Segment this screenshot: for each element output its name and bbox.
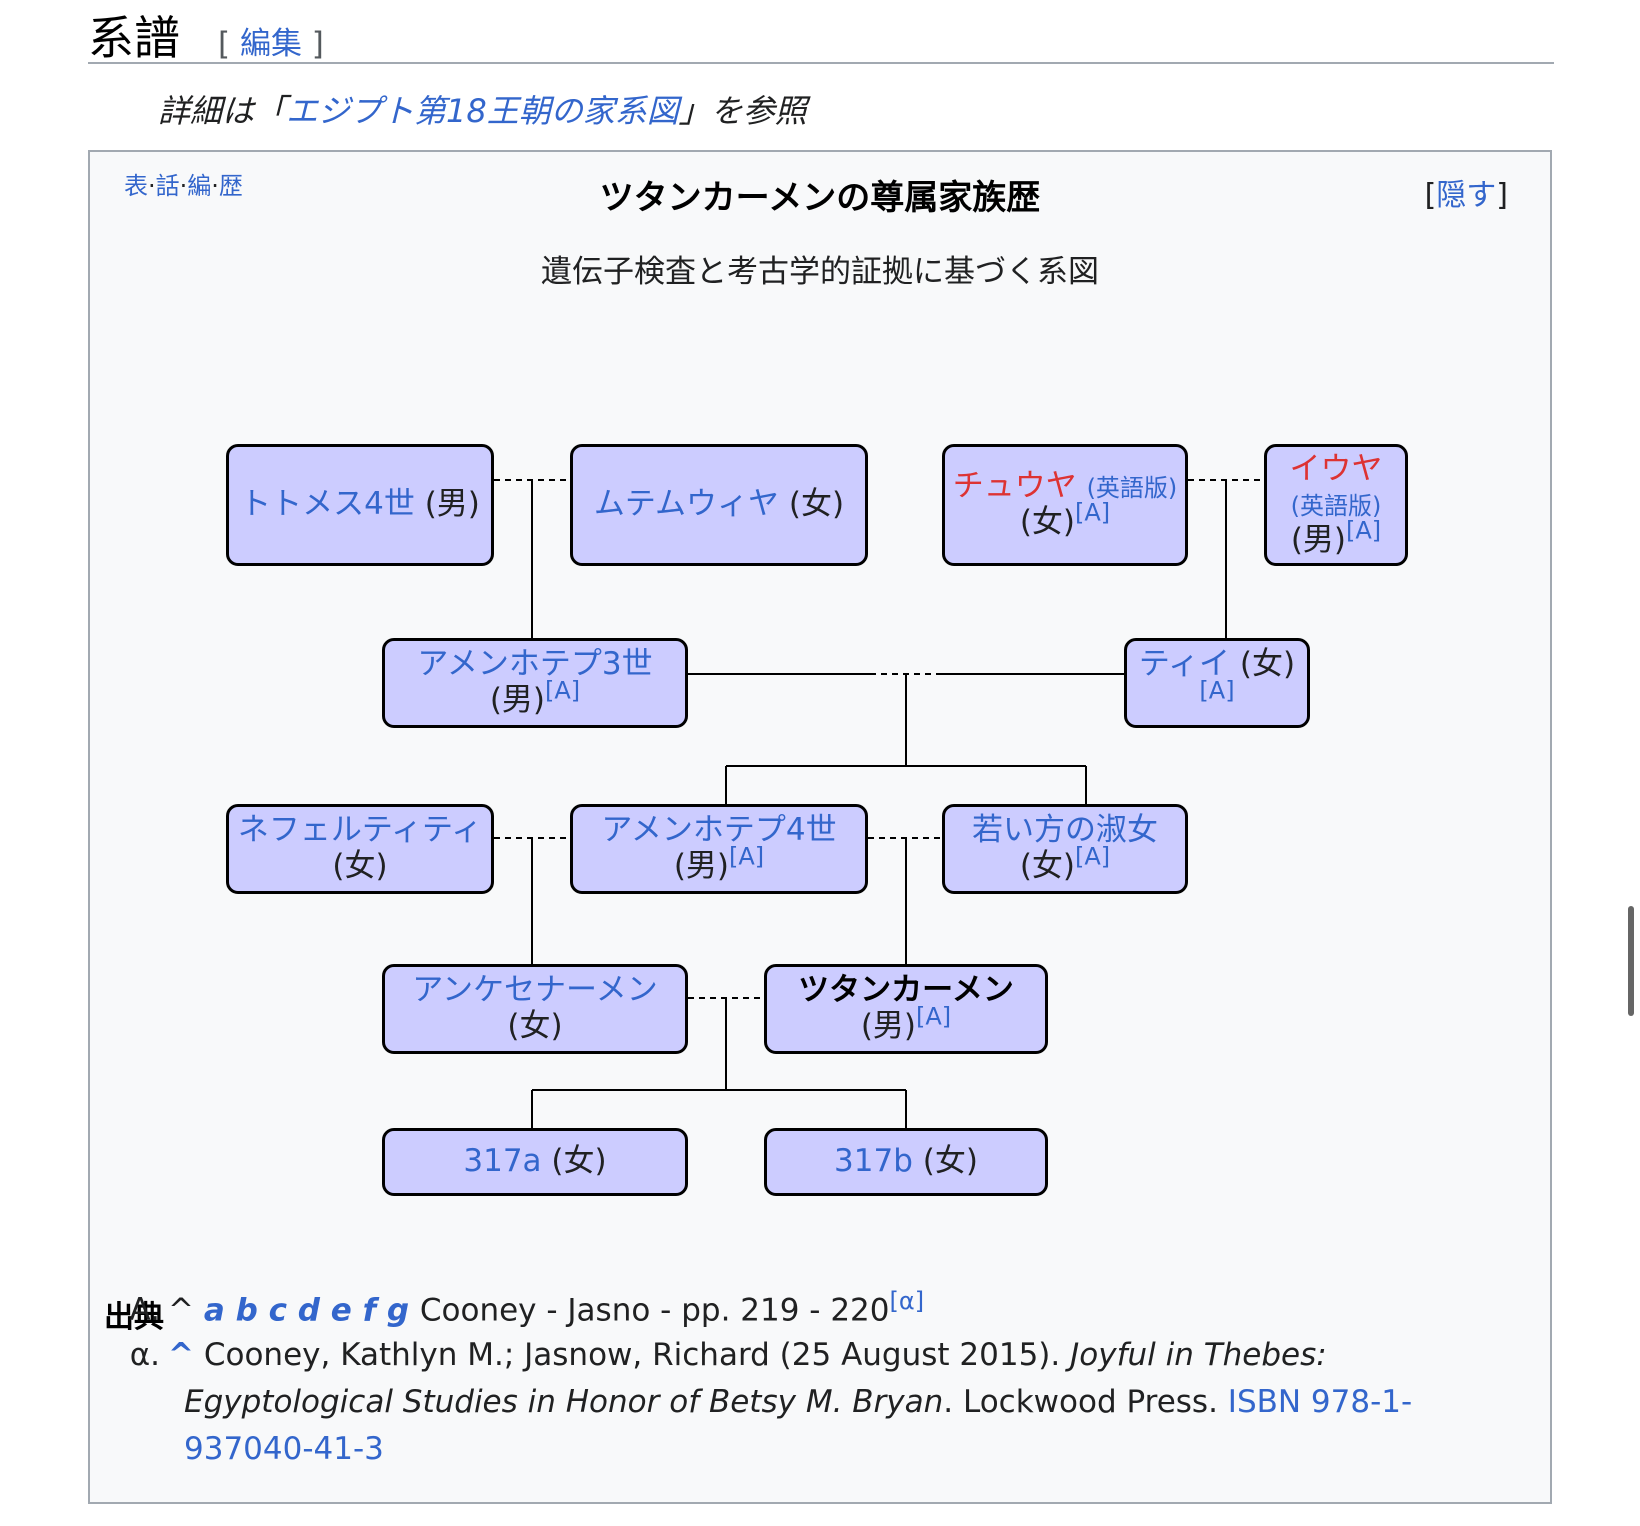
- navbox-title: ツタンカーメンの尊属家族歴: [599, 178, 1041, 218]
- person-sex: (女): [1019, 504, 1076, 540]
- person-amenhotep-iv: アメンホテプ4世(男)[A]: [570, 804, 868, 894]
- vde-separator: ·: [148, 172, 156, 200]
- reference-marker: A.: [129, 1292, 160, 1329]
- backlink-c[interactable]: c: [268, 1292, 287, 1329]
- person-sex: (女): [551, 1143, 607, 1180]
- navbox-subtitle: 遺伝子検査と考古学的証拠に基づく系図: [541, 254, 1099, 290]
- person-sex: (男): [489, 682, 546, 718]
- isbn-link[interactable]: ISBN 978-1-937040-41-3: [184, 1384, 1413, 1467]
- hatnote: 詳細は「エジプト第18王朝の家系図」を参照: [158, 86, 807, 132]
- citation-link[interactable]: [A]: [1199, 676, 1235, 705]
- vde-talk-link[interactable]: 話: [155, 172, 180, 200]
- person-current: ツタンカーメン: [798, 972, 1014, 1009]
- person-nefertiti: ネフェルティティ(女): [226, 804, 494, 894]
- person-sex: (男): [673, 848, 730, 884]
- hide-bracket-close: ]: [1496, 178, 1508, 213]
- person-link[interactable]: 317a: [463, 1143, 542, 1180]
- backlink-a[interactable]: a: [203, 1292, 225, 1329]
- vde-separator: ·: [211, 172, 219, 200]
- person-tiye: ティイ (女)[A]: [1124, 638, 1310, 728]
- person-tjuyu: チュウヤ (英語版) (女)[A]: [942, 444, 1188, 566]
- publisher: . Lockwood Press.: [943, 1384, 1228, 1420]
- reference-a: A.^ a b c d e f g Cooney - Jasno - pp. 2…: [104, 1278, 1524, 1334]
- vde-history-link[interactable]: 歴: [218, 172, 243, 200]
- citation-link[interactable]: [A]: [1075, 842, 1111, 871]
- person-link[interactable]: 若い方の淑女: [972, 812, 1158, 849]
- vde-view-link[interactable]: 表: [124, 172, 148, 200]
- person-sex: (女): [1239, 646, 1296, 683]
- note-link[interactable]: [α]: [889, 1287, 925, 1315]
- person-sex: (女): [788, 486, 845, 523]
- edit-bracket-close: ]: [301, 26, 324, 62]
- backlink-b[interactable]: b: [235, 1292, 258, 1329]
- hatnote-prefix: 詳細は「: [158, 92, 287, 130]
- person-amenhotep-iii: アメンホテプ3世(男)[A]: [382, 638, 688, 728]
- reference-text: Cooney - Jasno - pp. 219 - 220: [419, 1292, 890, 1329]
- backlink-d[interactable]: d: [297, 1292, 320, 1329]
- navbox-vde-links: 表·話·編·歴: [124, 166, 243, 201]
- person-tutankhamun: ツタンカーメン(男)[A]: [764, 964, 1048, 1054]
- person-yuya: イウヤ (英語版)(男)[A]: [1264, 444, 1408, 566]
- citation-link[interactable]: [A]: [1075, 498, 1111, 527]
- person-sex: (女): [507, 1008, 563, 1044]
- person-sex: (男): [860, 1008, 917, 1044]
- person-link[interactable]: トトメス4世: [240, 486, 415, 523]
- en-wiki-link[interactable]: (英語版): [1290, 492, 1382, 521]
- family-tree-lines: [494, 479, 1264, 1128]
- person-sex: (女): [332, 848, 388, 884]
- edit-link-wrapper: [ 編集 ]: [218, 18, 324, 63]
- section-title: 系譜: [88, 11, 180, 65]
- caret-icon: ^: [168, 1292, 194, 1329]
- citation-link[interactable]: [A]: [1346, 516, 1382, 545]
- vde-separator: ·: [179, 172, 188, 200]
- hide-link[interactable]: 隠す: [1436, 178, 1497, 213]
- person-mutemwiya: ムテムウィヤ (女): [570, 444, 868, 566]
- person-sex: (男): [424, 486, 480, 523]
- person-link[interactable]: ティイ: [1138, 646, 1231, 683]
- person-thutmose-iv: トトメス4世 (男): [226, 444, 494, 566]
- person-317a: 317a (女): [382, 1128, 688, 1196]
- book-title: Joyful in Thebes: Egyptological Studies …: [184, 1337, 1327, 1420]
- backlink-f[interactable]: f: [362, 1292, 377, 1329]
- reference-marker: α.: [129, 1337, 160, 1373]
- person-redlink[interactable]: チュウヤ: [952, 468, 1077, 505]
- person-link[interactable]: 317b: [834, 1143, 913, 1180]
- person-link[interactable]: ネフェルティティ: [237, 812, 483, 849]
- person-link[interactable]: ムテムウィヤ: [593, 486, 779, 523]
- en-wiki-link[interactable]: (英語版): [1086, 474, 1178, 503]
- citation-link[interactable]: [A]: [729, 842, 765, 871]
- reference-text: Cooney, Kathlyn M.; Jasnow, Richard (25 …: [203, 1337, 1071, 1373]
- person-link[interactable]: アンケセナーメン: [412, 972, 658, 1009]
- caret-backlink-icon[interactable]: ^: [168, 1337, 194, 1373]
- person-link[interactable]: アメンホテプ4世: [601, 812, 837, 849]
- edit-bracket-open: [: [218, 26, 240, 62]
- hide-bracket-open: [: [1424, 178, 1437, 213]
- person-sex: (女): [1019, 848, 1076, 884]
- person-ankhesenamun: アンケセナーメン(女): [382, 964, 688, 1054]
- vde-edit-link[interactable]: 編: [187, 172, 212, 200]
- family-tree-navbox: 表·話·編·歴 ツタンカーメンの尊属家族歴 [隠す] 遺伝子検査と考古学的証拠に…: [88, 150, 1552, 1504]
- person-317b: 317b (女): [764, 1128, 1048, 1196]
- person-younger-lady: 若い方の淑女(女)[A]: [942, 804, 1188, 894]
- citation-link[interactable]: [A]: [916, 1002, 952, 1031]
- person-sex: (男): [1290, 521, 1347, 558]
- backlink-g[interactable]: g: [386, 1292, 410, 1329]
- hatnote-link[interactable]: エジプト第18王朝の家系図: [286, 92, 679, 130]
- edit-link[interactable]: 編集: [239, 26, 302, 62]
- section-divider: [88, 62, 1554, 64]
- citation-link[interactable]: [A]: [545, 676, 581, 705]
- person-link[interactable]: アメンホテプ3世: [417, 646, 653, 683]
- page-scrollbar[interactable]: [1628, 906, 1634, 1016]
- backlink-e[interactable]: e: [330, 1292, 352, 1329]
- person-sex: (女): [922, 1143, 978, 1180]
- person-redlink[interactable]: イウヤ: [1289, 450, 1383, 487]
- references-title: 出典: [104, 1300, 164, 1335]
- hatnote-suffix: 」を参照: [678, 92, 807, 130]
- reference-alpha: α.^ Cooney, Kathlyn M.; Jasnow, Richard …: [104, 1332, 1524, 1473]
- hide-toggle: [隠す]: [1425, 170, 1508, 214]
